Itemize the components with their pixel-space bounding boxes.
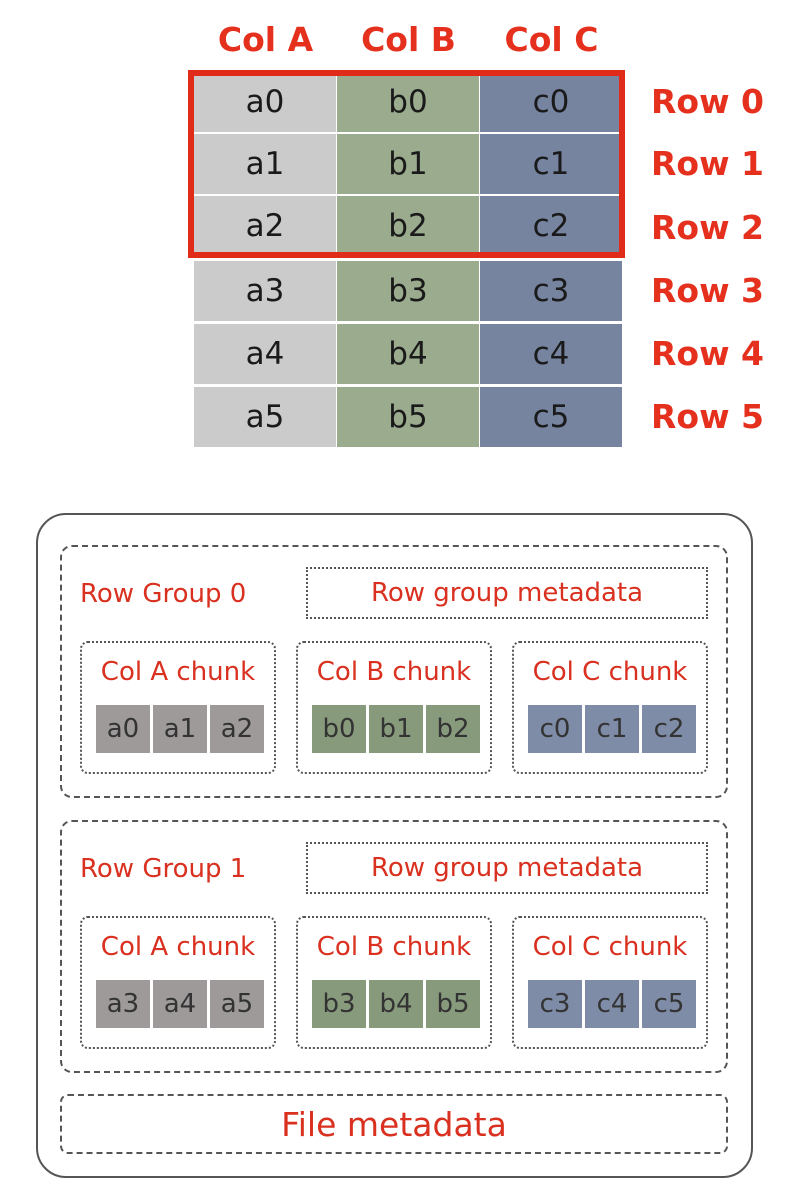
chunk-value: b3: [312, 980, 366, 1028]
table-cell: a1: [194, 134, 336, 194]
table-cell: c3: [480, 261, 622, 321]
chunk-value: b4: [369, 980, 423, 1028]
row-group-metadata: Row group metadata: [306, 567, 708, 619]
row-group-highlight-box: [188, 70, 625, 258]
chunk-value: c5: [642, 980, 696, 1028]
chunk-value: a3: [96, 980, 150, 1028]
row-label: Row 0: [650, 82, 765, 121]
table-cell: b4: [337, 324, 479, 384]
chunk-value: b5: [426, 980, 480, 1028]
row-label: Row 2: [650, 208, 765, 247]
chunk-value: a4: [153, 980, 207, 1028]
row-group-0: Row Group 0 Row group metadata Col A chu…: [60, 545, 728, 798]
table-cell: a4: [194, 324, 336, 384]
chunk-title: Col A chunk: [100, 657, 256, 687]
table-cell: b2: [337, 196, 479, 256]
chunk-value: a5: [210, 980, 264, 1028]
col-b-chunk: Col B chunk b0 b1 b2: [296, 641, 492, 774]
chunk-value: a0: [96, 705, 150, 753]
col-c-header: Col C: [504, 20, 599, 59]
file-metadata: File metadata: [60, 1094, 728, 1154]
table-cell: c1: [480, 134, 622, 194]
chunk-value: b2: [426, 705, 480, 753]
table-cell: c5: [480, 387, 622, 447]
table-cell: c0: [480, 72, 622, 132]
row-group-title: Row Group 1: [80, 854, 247, 884]
chunk-title: Col B chunk: [316, 657, 472, 687]
col-a-header: Col A: [217, 20, 314, 59]
table-cell: b1: [337, 134, 479, 194]
chunk-value: c1: [585, 705, 639, 753]
col-a-chunk: Col A chunk a3 a4 a5: [80, 916, 276, 1049]
chunk-title: Col C chunk: [532, 657, 688, 687]
table-cell: c4: [480, 324, 622, 384]
chunk-value: c2: [642, 705, 696, 753]
chunk-value: c4: [585, 980, 639, 1028]
col-b-chunk: Col B chunk b3 b4 b5: [296, 916, 492, 1049]
table-cell: b5: [337, 387, 479, 447]
table-cell: a5: [194, 387, 336, 447]
file-container: [36, 513, 753, 1178]
chunk-title: Col A chunk: [100, 932, 256, 962]
table-cell: a0: [194, 72, 336, 132]
col-a-chunk: Col A chunk a0 a1 a2: [80, 641, 276, 774]
table-cell: b3: [337, 261, 479, 321]
row-label: Row 4: [650, 334, 765, 373]
chunk-value: c3: [528, 980, 582, 1028]
chunk-value: a1: [153, 705, 207, 753]
chunk-title: Col B chunk: [316, 932, 472, 962]
table-cell: b0: [337, 72, 479, 132]
row-label: Row 1: [650, 144, 765, 183]
row-label: Row 5: [650, 397, 765, 436]
col-c-chunk: Col C chunk c0 c1 c2: [512, 641, 708, 774]
chunk-title: Col C chunk: [532, 932, 688, 962]
chunk-value: b1: [369, 705, 423, 753]
table-cell: a2: [194, 196, 336, 256]
chunk-value: b0: [312, 705, 366, 753]
row-group-1: Row Group 1 Row group metadata Col A chu…: [60, 820, 728, 1073]
col-b-header: Col B: [361, 20, 456, 59]
chunk-value: c0: [528, 705, 582, 753]
chunk-value: a2: [210, 705, 264, 753]
table-cell: a3: [194, 261, 336, 321]
table-cell: c2: [480, 196, 622, 256]
row-group-title: Row Group 0: [80, 579, 247, 609]
row-group-metadata: Row group metadata: [306, 842, 708, 894]
row-label: Row 3: [650, 271, 765, 310]
col-c-chunk: Col C chunk c3 c4 c5: [512, 916, 708, 1049]
